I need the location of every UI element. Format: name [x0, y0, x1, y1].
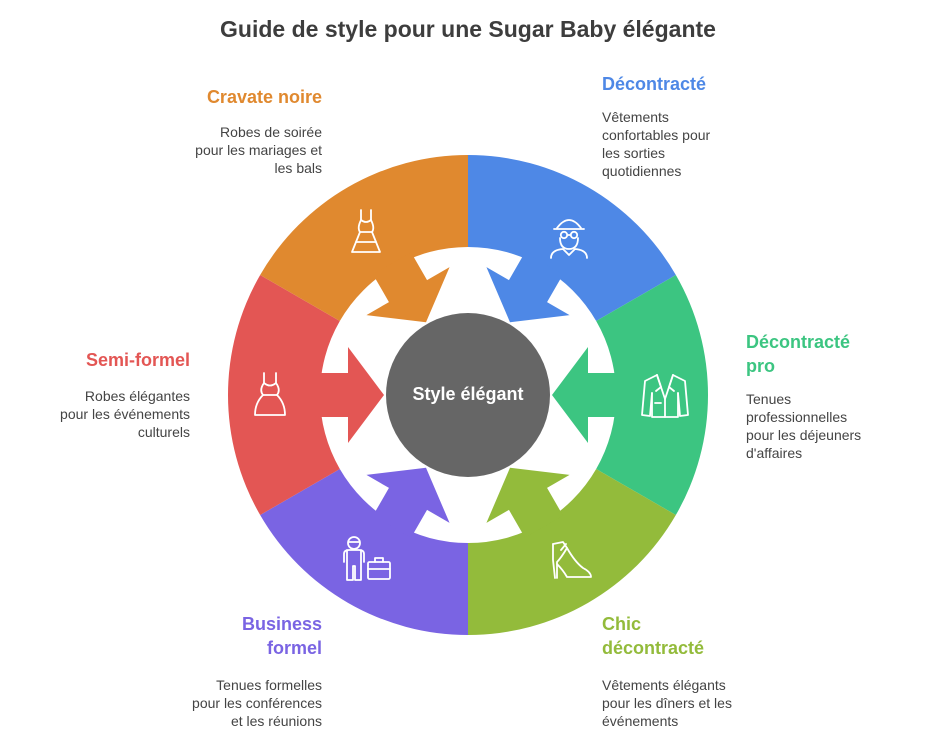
diagram-title: Guide de style pour une Sugar Baby éléga…	[220, 16, 716, 42]
black-tie-heading: Cravate noire	[206, 87, 322, 107]
semi-formal-heading: Semi-formel	[85, 350, 190, 370]
business-formal-description: Tenues formelles pour les conférences et…	[192, 677, 322, 729]
chic-casual-description: Vêtements élégants pour les dîners et le…	[602, 677, 732, 729]
casual-pro-description: Tenues professionnelles pour les déjeune…	[746, 391, 862, 461]
arrow-casual-pro	[552, 347, 620, 443]
woman-with-hat-icon	[550, 219, 588, 259]
casual-pro-heading: Décontracté pro	[746, 332, 851, 376]
semi-formal-description: Robes élégantes pour les événements cult…	[60, 388, 190, 440]
arrow-business-formal	[366, 467, 450, 538]
segment-arrows	[316, 252, 620, 538]
arrow-black-tie	[366, 252, 450, 323]
ring-segment-chic-casual	[468, 469, 676, 635]
center-circle	[386, 313, 550, 477]
dress-icon	[254, 372, 286, 416]
high-heel-shoe-icon	[552, 541, 592, 579]
chic-casual-heading: Chic décontracté	[602, 614, 705, 658]
casual-description: Vêtements confortables pour les sorties …	[602, 109, 711, 179]
casual-heading: Décontracté	[602, 74, 707, 94]
black-tie-description: Robes de soirée pour les mariages et les…	[195, 124, 322, 176]
blazer-icon	[641, 374, 689, 418]
business-formal-heading: Business formel	[241, 614, 322, 658]
ring-segment-semi-formal	[227, 275, 340, 515]
businessman-briefcase-icon	[343, 536, 391, 581]
center-label: Style élégant	[412, 384, 524, 404]
arrow-semi-formal	[316, 347, 384, 443]
ring-segment-black-tie	[260, 155, 468, 321]
evening-gown-icon	[351, 209, 381, 253]
arrow-casual	[486, 252, 570, 323]
arrow-chic-casual	[486, 467, 570, 538]
